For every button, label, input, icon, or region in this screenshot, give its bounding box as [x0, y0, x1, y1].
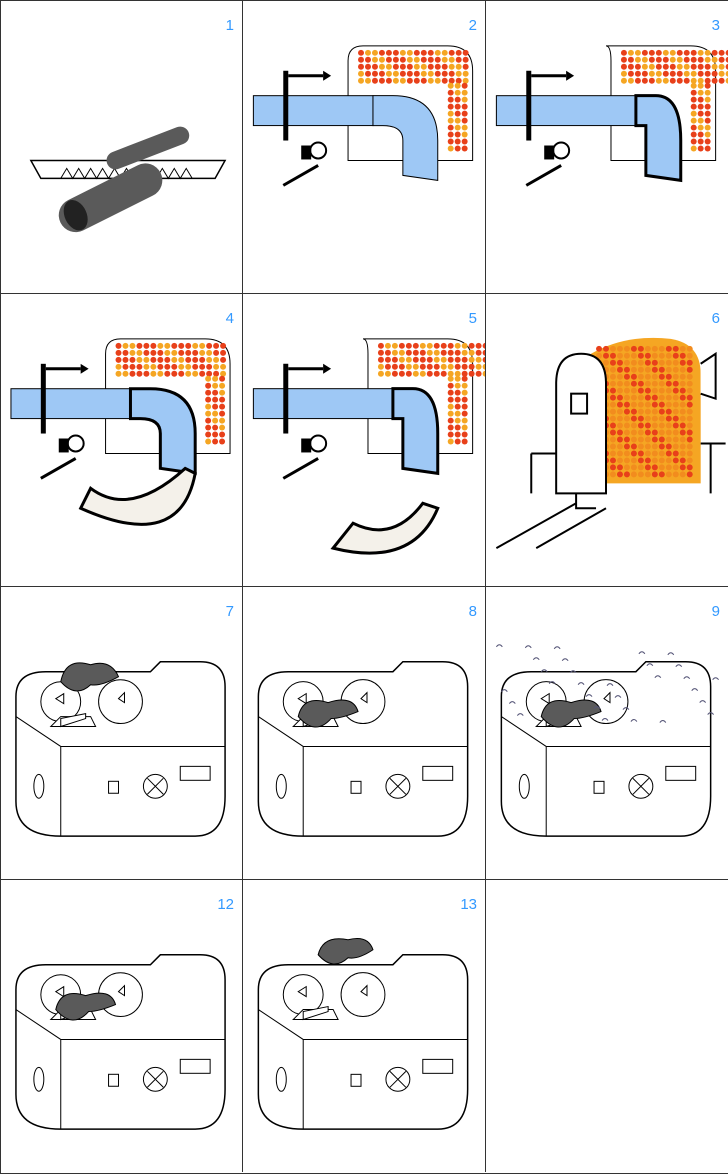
step-number: 1	[225, 17, 234, 34]
induction-bender-icon	[252, 45, 474, 187]
grinding-machine-icon	[15, 954, 226, 1130]
heat-treatment-furnace-icon	[495, 337, 726, 549]
step-number: 2	[468, 17, 477, 34]
empty-cell	[486, 880, 728, 1172]
induction-bender-cut-icon	[252, 338, 485, 555]
step-number: 8	[468, 603, 477, 620]
step-number: 9	[711, 603, 720, 620]
step-cell: 5	[243, 294, 486, 587]
step-number: 4	[225, 310, 234, 327]
grinding-machine-sparks-icon	[495, 644, 720, 837]
induction-bender-icon	[495, 45, 728, 187]
step-cell: 6	[486, 294, 728, 587]
step-number: 6	[711, 310, 720, 327]
grinding-machine-icon	[257, 938, 469, 1130]
step-cell: 12	[1, 880, 243, 1172]
step-cell: 13	[243, 880, 486, 1172]
step-cell: 8	[243, 587, 486, 880]
step-number: 3	[711, 17, 720, 34]
step-number: 13	[460, 896, 477, 913]
step-cell: 4	[1, 294, 243, 587]
step-cell: 9	[486, 587, 728, 880]
step-cell: 2	[243, 1, 486, 294]
step-number: 12	[217, 896, 234, 913]
step-number: 5	[468, 310, 477, 327]
induction-bender-cut-icon	[10, 338, 231, 526]
pipe-on-saw-icon	[29, 126, 227, 233]
step-number: 7	[225, 603, 234, 620]
step-cell: 1	[1, 1, 243, 294]
grinding-machine-icon	[257, 660, 469, 837]
grinding-machine-icon	[15, 661, 226, 837]
step-cell: 7	[1, 587, 243, 880]
step-cell: 3	[486, 1, 728, 294]
